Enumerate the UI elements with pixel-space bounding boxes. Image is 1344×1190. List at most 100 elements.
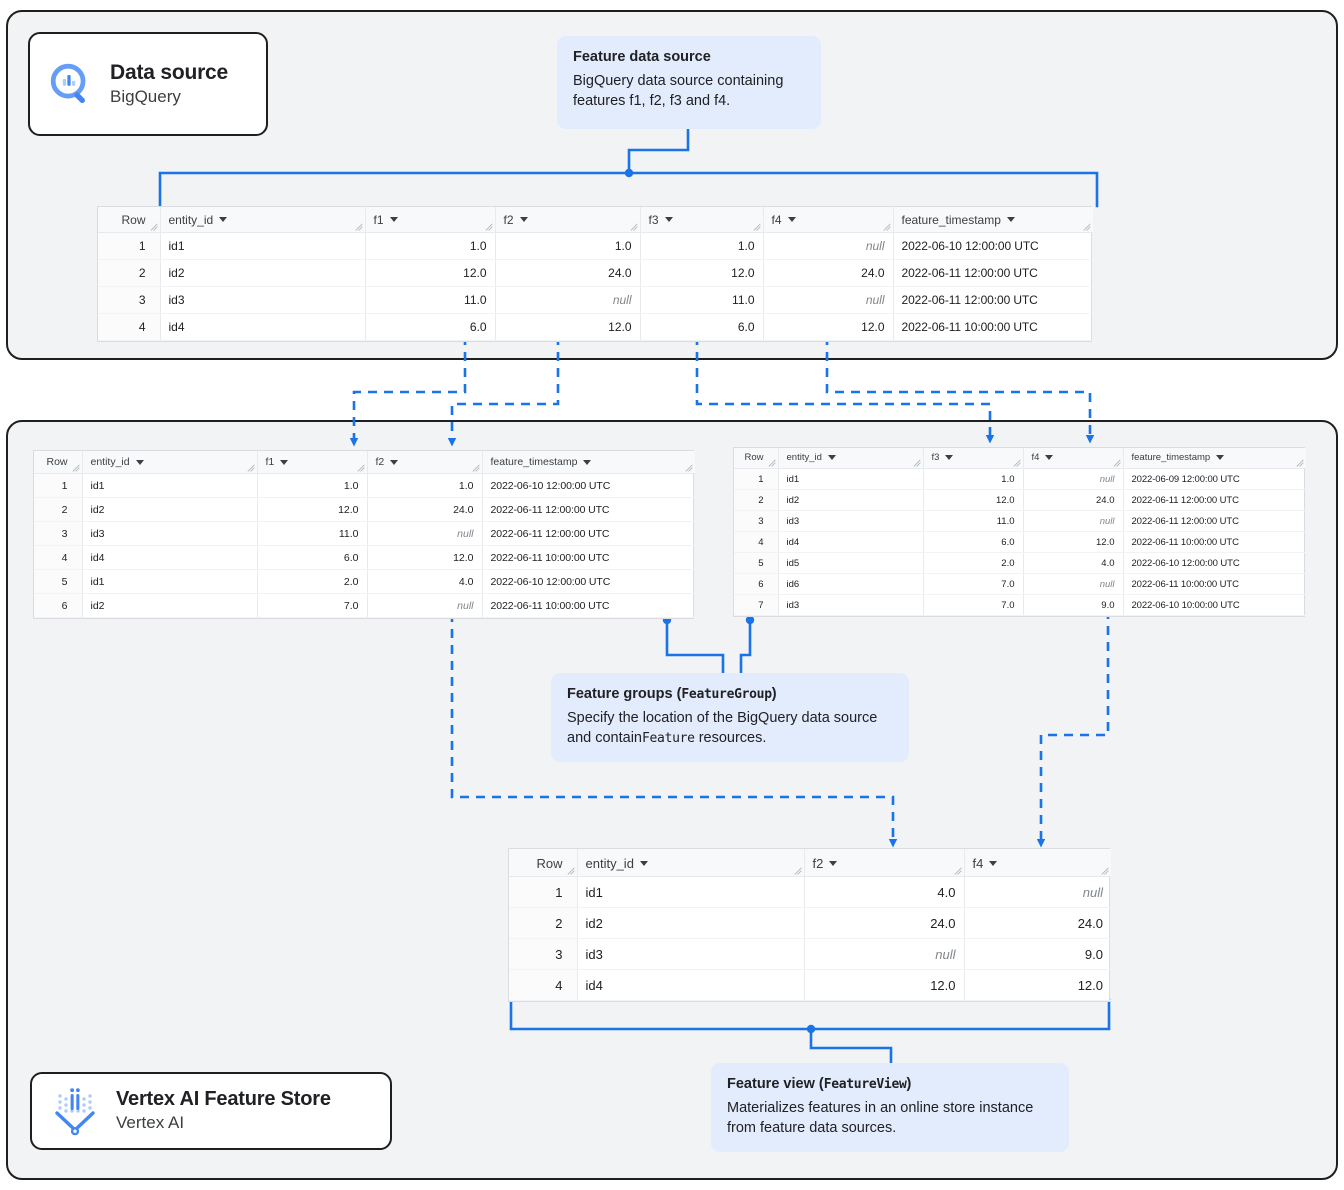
chevron-down-icon[interactable] — [989, 860, 998, 866]
chevron-down-icon[interactable] — [583, 459, 592, 465]
column-header-feature_timestamp[interactable]: feature_timestamp — [482, 451, 695, 474]
cell-f4: null — [964, 876, 1111, 908]
column-header-f2[interactable]: f2 — [804, 849, 965, 877]
cell-f4: 24.0 — [964, 907, 1111, 939]
column-header-row[interactable]: Row — [734, 448, 779, 469]
cell-feature-timestamp: 2022-06-11 12:00:00 UTC — [893, 286, 1093, 314]
chevron-down-icon[interactable] — [390, 459, 399, 465]
column-header-entity_id[interactable]: entity_id — [778, 448, 924, 469]
callout-feature-view-title-code: FeatureView — [823, 1077, 907, 1092]
cell-f1: 6.0 — [365, 313, 496, 341]
cell-feature-timestamp: 2022-06-10 12:00:00 UTC — [482, 569, 695, 594]
feature-store-card: Vertex AI Feature Store Vertex AI — [30, 1072, 392, 1150]
column-header-f2[interactable]: f2 — [367, 451, 483, 474]
cell-row-number: 1 — [34, 473, 83, 498]
feature-store-card-text: Vertex AI Feature Store Vertex AI — [116, 1088, 331, 1133]
cell-f3: 11.0 — [640, 286, 764, 314]
column-header-f1[interactable]: f1 — [257, 451, 368, 474]
cell-entity-id: id2 — [82, 593, 258, 618]
cell-entity-id: id3 — [778, 510, 924, 532]
column-header-row[interactable]: Row — [509, 849, 578, 877]
column-header-f4[interactable]: f4 — [763, 207, 894, 233]
chevron-down-icon[interactable] — [519, 217, 528, 223]
chevron-down-icon[interactable] — [1045, 455, 1054, 461]
cell-f2: null — [367, 593, 483, 618]
chevron-down-icon[interactable] — [639, 860, 648, 866]
cell-row-number: 7 — [734, 594, 779, 616]
column-header-f3[interactable]: f3 — [640, 207, 764, 233]
chevron-down-icon[interactable] — [1006, 217, 1015, 223]
chevron-down-icon[interactable] — [280, 459, 289, 465]
column-header-f1[interactable]: f1 — [365, 207, 496, 233]
chevron-down-icon[interactable] — [829, 860, 838, 866]
cell-entity-id: id4 — [577, 969, 805, 1001]
cell-entity-id: id5 — [778, 552, 924, 574]
cell-row-number: 6 — [734, 573, 779, 595]
cell-f4: null — [1023, 468, 1124, 490]
cell-row-number: 4 — [98, 313, 161, 341]
column-header-entity_id[interactable]: entity_id — [82, 451, 258, 474]
chevron-down-icon[interactable] — [219, 217, 228, 223]
column-header-feature_timestamp[interactable]: feature_timestamp — [893, 207, 1093, 233]
chevron-down-icon[interactable] — [945, 455, 954, 461]
column-header-row[interactable]: Row — [98, 207, 161, 233]
cell-f1: 1.0 — [365, 232, 496, 260]
chevron-down-icon[interactable] — [827, 455, 836, 461]
callout-feature-view: Feature view (FeatureView) Materializes … — [711, 1063, 1069, 1152]
chevron-down-icon[interactable] — [1216, 455, 1225, 461]
chevron-down-icon[interactable] — [787, 217, 796, 223]
column-header-f3[interactable]: f3 — [923, 448, 1024, 469]
cell-row-number: 3 — [34, 521, 83, 546]
data-source-card: Data source BigQuery — [28, 32, 268, 136]
callout-feature-data-source: Feature data source BigQuery data source… — [557, 36, 821, 129]
cell-row-number: 4 — [734, 531, 779, 553]
column-header-row[interactable]: Row — [34, 451, 83, 474]
column-header-entity_id[interactable]: entity_id — [577, 849, 805, 877]
cell-entity-id: id1 — [82, 473, 258, 498]
cell-f3: 12.0 — [923, 489, 1024, 511]
cell-f2: 24.0 — [495, 259, 641, 287]
cell-f1: 12.0 — [257, 497, 368, 522]
callout-feature-groups-title-paren: ) — [771, 686, 777, 702]
column-header-f4[interactable]: f4 — [964, 849, 1111, 877]
vertex-ai-feature-store-icon — [50, 1086, 100, 1136]
cell-row-number: 1 — [734, 468, 779, 490]
cell-entity-id: id3 — [577, 938, 805, 970]
chevron-down-icon[interactable] — [389, 217, 398, 223]
column-header-f4[interactable]: f4 — [1023, 448, 1124, 469]
cell-f3: 6.0 — [923, 531, 1024, 553]
callout-feature-groups-title-code: FeatureGroup — [681, 687, 772, 702]
column-header-entity_id[interactable]: entity_id — [160, 207, 366, 233]
column-header-feature_timestamp[interactable]: feature_timestamp — [1123, 448, 1306, 469]
column-header-f2[interactable]: f2 — [495, 207, 641, 233]
callout-feature-groups: Feature groups (FeatureGroup) Specify th… — [551, 673, 909, 762]
chevron-down-icon[interactable] — [135, 459, 144, 465]
chevron-down-icon[interactable] — [664, 217, 673, 223]
cell-entity-id: id3 — [778, 594, 924, 616]
